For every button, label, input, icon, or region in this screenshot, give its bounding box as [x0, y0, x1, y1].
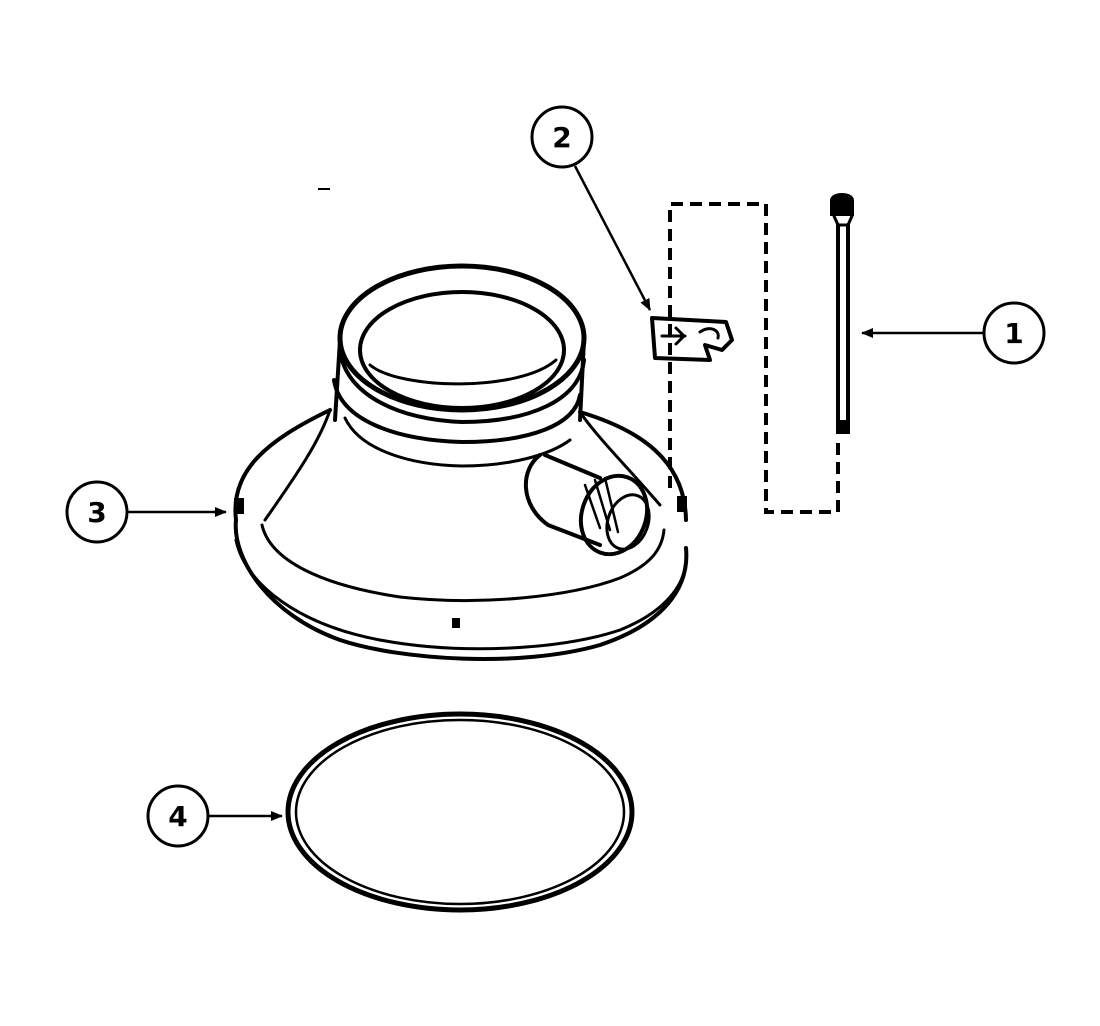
- callout-3-label: 3: [87, 496, 106, 529]
- callout-4-label: 4: [168, 800, 187, 833]
- callout-1-label: 1: [1004, 317, 1023, 350]
- callout-3: 3: [65, 480, 129, 544]
- leader-2: [573, 165, 652, 311]
- bolt-part: [830, 193, 854, 434]
- assembly-dashed-line: [668, 202, 840, 514]
- housing-part: [233, 263, 689, 661]
- callout-2-label: 2: [552, 121, 571, 154]
- gasket-ring-part: [285, 711, 635, 913]
- callout-4: 4: [146, 784, 210, 848]
- clip-part: [650, 316, 734, 362]
- callout-1: 1: [982, 301, 1046, 365]
- callout-2: 2: [530, 105, 594, 169]
